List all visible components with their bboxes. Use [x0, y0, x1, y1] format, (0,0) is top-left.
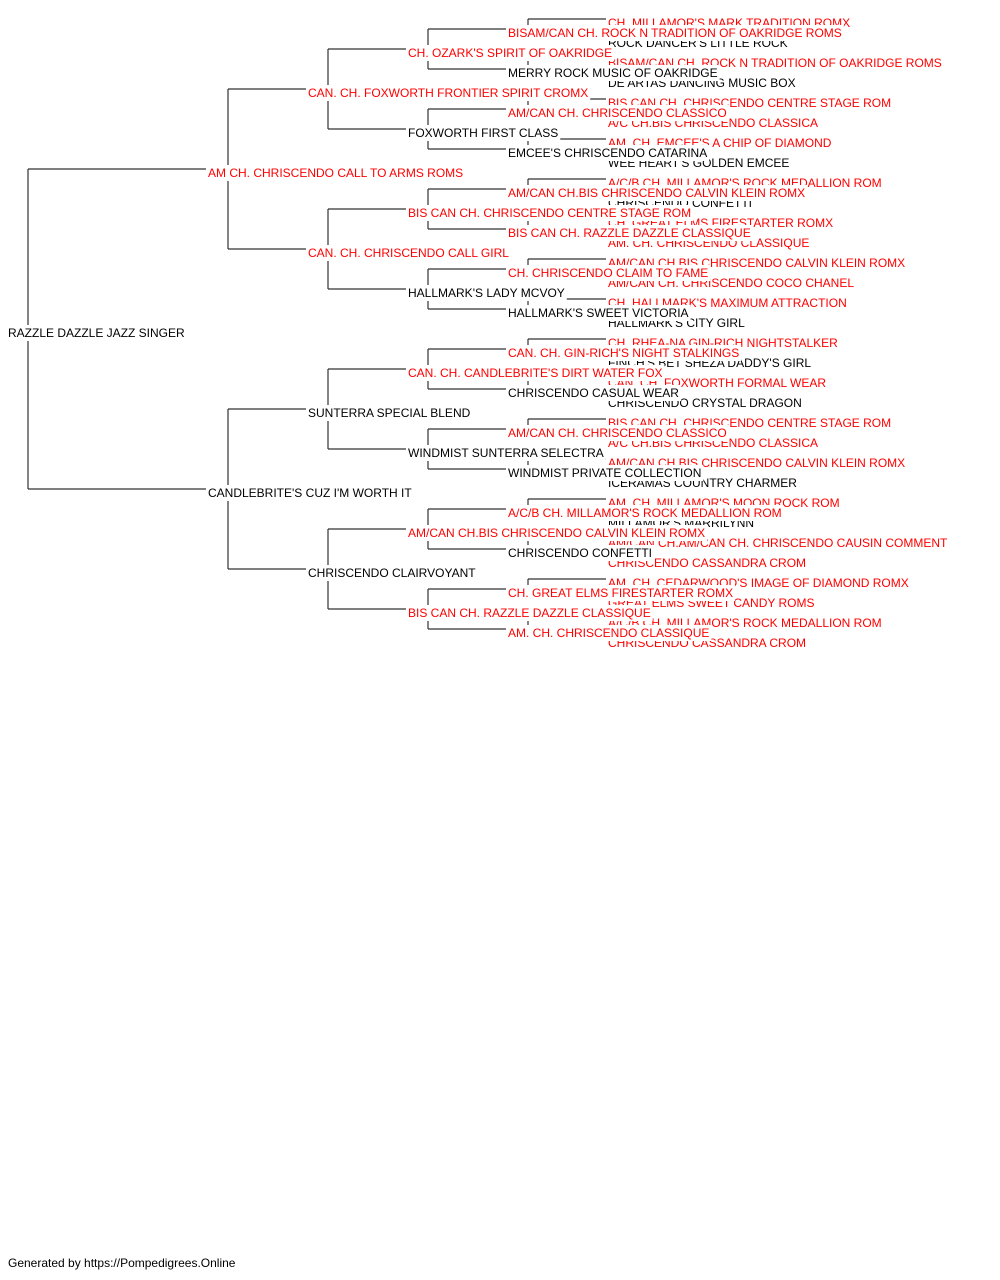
ancestor-name-champion: BIS CAN CH. RAZZLE DAZZLE CLASSIQUE [408, 606, 651, 620]
label-backdrop [406, 205, 694, 221]
ancestor-name-champion: AM. CH. CHRISCENDO CLASSIQUE [508, 626, 709, 640]
ancestor-name-champion: CH. GREAT ELMS FIRESTARTER ROMX [508, 586, 733, 600]
label-backdrop [506, 465, 704, 481]
label-backdrop [206, 165, 466, 181]
ancestor-name: WINDMIST SUNTERRA SELECTRA [408, 446, 604, 460]
ancestor-name-champion: CAN. CH. CANDLEBRITE'S DIRT WATER FOX [408, 366, 663, 380]
label-backdrop [506, 65, 720, 81]
ancestor-name-champion: AM CH. CHRISCENDO CALL TO ARMS ROMS [208, 166, 463, 180]
label-backdrop [506, 385, 682, 401]
ancestor-name-champion: CAN. CH. FOXWORTH FRONTIER SPIRIT CROMX [308, 86, 588, 100]
label-backdrop [506, 585, 736, 601]
label-backdrop [406, 525, 708, 541]
label-backdrop [306, 245, 512, 261]
ancestor-name: CHRISCENDO CLAIRVOYANT [308, 566, 476, 580]
label-backdrop [506, 265, 711, 281]
ancestor-name-champion: AM/CAN CH. CHRISCENDO CLASSICO [508, 106, 727, 120]
label-backdrop [506, 25, 844, 41]
ancestor-name: HALLMARK'S SWEET VICTORIA [508, 306, 689, 320]
ancestor-name: EMCEE'S CHRISCENDO CATARINA [508, 146, 707, 160]
ancestor-name: CANDLEBRITE'S CUZ I'M WORTH IT [208, 486, 412, 500]
footer-credit: Generated by https://Pompedigrees.Online [8, 1256, 236, 1270]
ancestor-name: SUNTERRA SPECIAL BLEND [308, 406, 471, 420]
ancestor-name-champion: BIS CAN CH. RAZZLE DAZZLE CLASSIQUE [508, 226, 751, 240]
label-backdrop [406, 45, 615, 61]
label-backdrop [506, 105, 729, 121]
label-backdrop [406, 285, 567, 301]
ancestor-name-champion: CH. CHRISCENDO CLAIM TO FAME [508, 266, 708, 280]
label-backdrop [506, 625, 712, 641]
ancestor-name-champion: CH. OZARK'S SPIRIT OF OAKRIDGE [408, 46, 612, 60]
label-backdrop [506, 425, 729, 441]
label-backdrop [206, 485, 415, 501]
label-backdrop [406, 445, 606, 461]
label-backdrop [506, 305, 691, 321]
label-backdrop [306, 565, 479, 581]
ancestor-name-champion: BISAM/CAN CH. ROCK N TRADITION OF OAKRID… [508, 26, 842, 40]
label-backdrop [506, 185, 808, 201]
label-backdrop [506, 505, 784, 521]
ancestor-name: CHRISCENDO CONFETTI [508, 546, 652, 560]
ancestor-name-champion: AM/CAN CH.BIS CHRISCENDO CALVIN KLEIN RO… [508, 186, 805, 200]
label-backdrop [506, 145, 710, 161]
ancestor-name-champion: CAN. CH. CHRISCENDO CALL GIRL [308, 246, 509, 260]
ancestor-name: HALLMARK'S LADY MCVOY [408, 286, 565, 300]
label-backdrop [406, 605, 653, 621]
ancestor-name: FOXWORTH FIRST CLASS [408, 126, 558, 140]
ancestor-name-champion: CAN. CH. GIN-RICH'S NIGHT STALKINGS [508, 346, 739, 360]
ancestor-name-champion: CHRISCENDO CASSANDRA CROM [608, 556, 806, 570]
label-backdrop [6, 325, 188, 341]
label-backdrop [306, 405, 473, 421]
label-backdrop [506, 545, 654, 561]
label-backdrop [406, 365, 665, 381]
ancestor-name-champion: BIS CAN CH. CHRISCENDO CENTRE STAGE ROM [408, 206, 691, 220]
label-backdrop [506, 225, 753, 241]
ancestor-name: MERRY ROCK MUSIC OF OAKRIDGE [508, 66, 718, 80]
subject-dog-name: RAZZLE DAZZLE JAZZ SINGER [8, 326, 185, 340]
ancestor-name: CHRISCENDO CASUAL WEAR [508, 386, 679, 400]
ancestor-name-champion: AM/CAN CH.BIS CHRISCENDO CALVIN KLEIN RO… [408, 526, 705, 540]
label-backdrop [306, 85, 591, 101]
label-backdrop [506, 345, 742, 361]
label-backdrop [606, 555, 809, 571]
ancestor-name-champion: A/C/B CH. MILLAMOR'S ROCK MEDALLION ROM [508, 506, 782, 520]
ancestor-name-champion: AM/CAN CH. CHRISCENDO CLASSICO [508, 426, 727, 440]
ancestor-name: WINDMIST PRIVATE COLLECTION [508, 466, 701, 480]
label-backdrop [406, 125, 561, 141]
